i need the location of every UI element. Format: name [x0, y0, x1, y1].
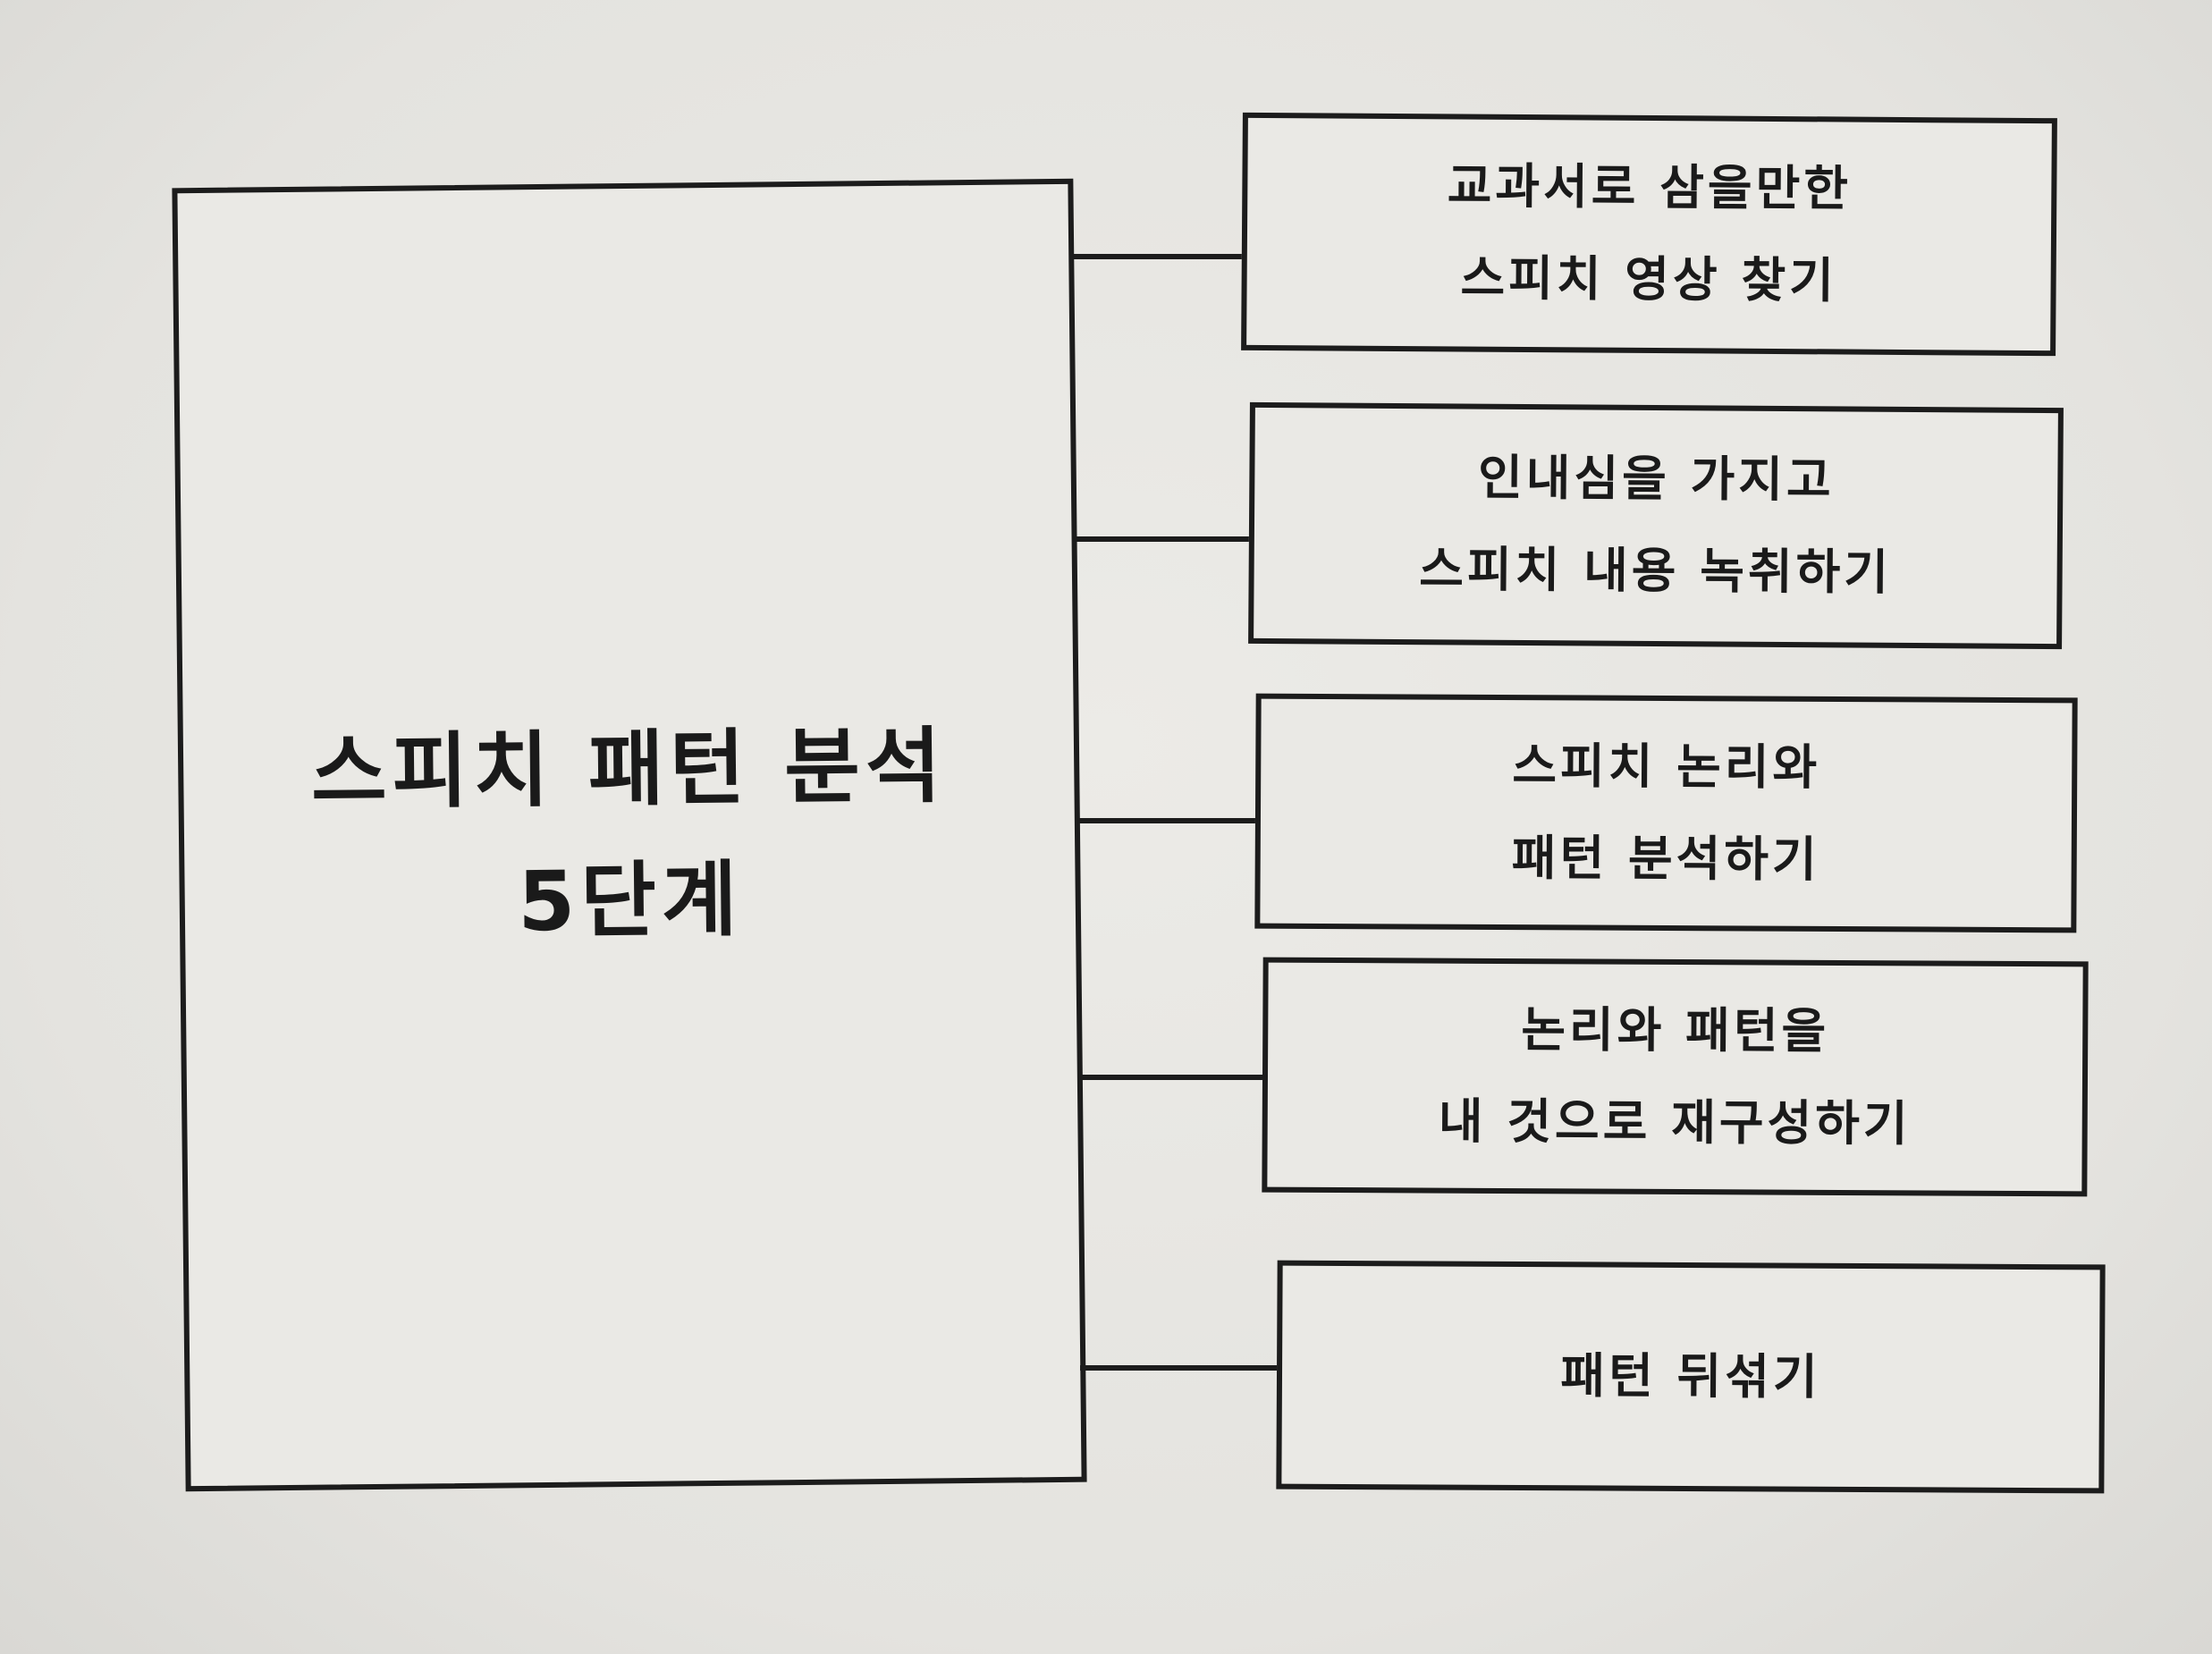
step-box-4: 논리와 패턴을 내 것으로 재구성하기: [1262, 957, 2089, 1197]
step-3-line2: 패턴 분석하기: [1511, 829, 1820, 888]
step-box-1: 교과서로 삼을만한 스피치 영상 찾기: [1241, 112, 2057, 357]
step-1-line1: 교과서로 삼을만한: [1447, 157, 1853, 217]
connector-4: [1078, 1075, 1266, 1080]
step-4-line1: 논리와 패턴을: [1521, 1001, 1830, 1059]
step-2-line2: 스피치 내용 녹취하기: [1419, 541, 1893, 601]
connector-5: [1080, 1365, 1280, 1371]
step-box-2: 인내심을 가지고 스피치 내용 녹취하기: [1248, 401, 2064, 650]
main-title-line2: 5단계: [517, 851, 743, 950]
connector-3: [1076, 818, 1259, 823]
step-2-line1: 인내심을 가지고: [1477, 450, 1835, 509]
step-4-line2: 내 것으로 재구성하기: [1438, 1093, 1912, 1152]
step-3-line1: 스피치 논리와: [1512, 738, 1821, 796]
step-box-3: 스피치 논리와 패턴 분석하기: [1254, 693, 2078, 933]
connector-2: [1075, 536, 1252, 542]
step-5-line1: 패턴 뒤섞기: [1560, 1346, 1821, 1405]
connector-1: [1073, 254, 1245, 259]
step-box-5: 패턴 뒤섞기: [1276, 1260, 2106, 1494]
step-1-line2: 스피치 영상 찾기: [1460, 249, 1838, 309]
main-box: 스피치 패턴 분석 5단계: [172, 178, 1087, 1492]
main-title-line1: 스피치 패턴 분석: [310, 718, 948, 821]
